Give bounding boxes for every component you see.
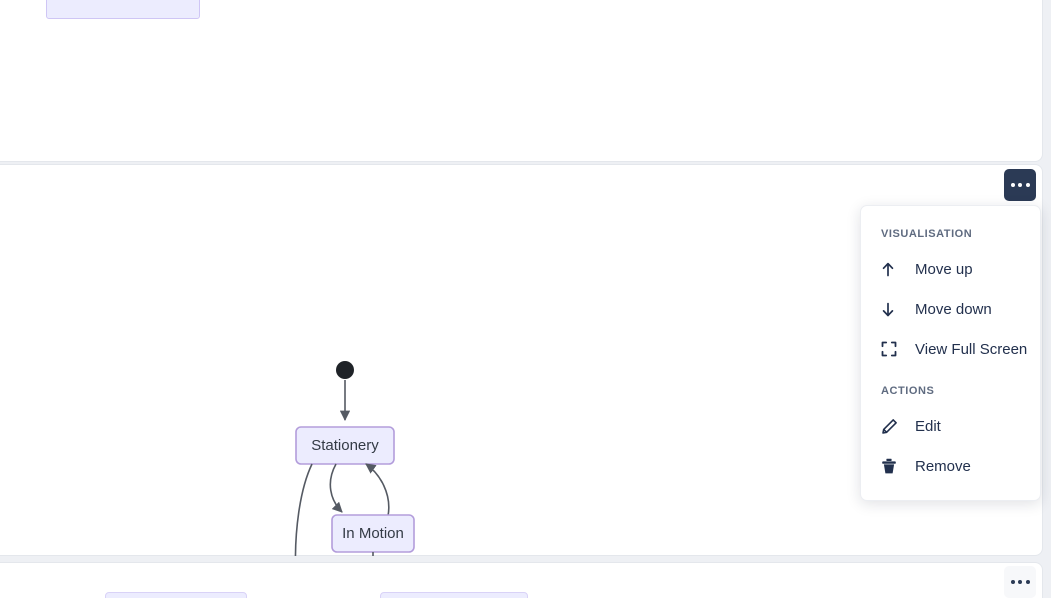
sequence-diagram-card: later! Bob <box>0 0 1043 162</box>
kebab-dot-icon <box>1025 183 1030 187</box>
fullscreen-icon <box>881 341 907 357</box>
menu-item-view-full-screen-label: View Full Screen <box>915 340 1028 358</box>
state-node-in-motion-label: In Motion <box>342 525 404 542</box>
kebab-dot-icon <box>1025 580 1030 584</box>
menu-item-move-up-label: Move up <box>915 260 973 278</box>
edge-stationery-to-end <box>294 463 313 556</box>
context-menu: VISUALISATION Move up Move down <box>860 205 1041 501</box>
state-node-stationery: Stationery <box>295 426 395 465</box>
arrow-up-icon <box>881 262 907 277</box>
menu-item-remove-label: Remove <box>915 457 971 475</box>
arrow-down-icon <box>881 302 907 317</box>
kebab-dot-icon <box>1010 580 1015 584</box>
menu-item-move-up[interactable]: Move up <box>861 249 1040 289</box>
state-start-node <box>336 361 354 379</box>
kebab-dot-icon <box>1018 183 1022 187</box>
trash-icon <box>881 458 907 475</box>
menu-heading-actions: ACTIONS <box>881 385 935 397</box>
edge-stationery-to-inmotion <box>329 463 343 513</box>
menu-divider-gap <box>861 369 1040 385</box>
kebab-dot-icon <box>1010 183 1015 187</box>
state-node-stationery-label: Stationery <box>311 437 379 454</box>
state-diagram: Stationery In Motion Collided <box>294 361 415 556</box>
kebab-dot-icon <box>1018 580 1022 584</box>
state-card-kebab-menu-button[interactable] <box>1004 169 1036 201</box>
state-node-in-motion: In Motion <box>331 514 415 553</box>
menu-heading-visualisation: VISUALISATION <box>881 228 973 240</box>
pencil-icon <box>881 418 907 435</box>
menu-item-edit-label: Edit <box>915 417 941 435</box>
next-diagram-shape <box>105 592 247 598</box>
menu-item-view-full-screen[interactable]: View Full Screen <box>861 329 1040 369</box>
next-card-kebab-menu-button[interactable] <box>1004 566 1036 598</box>
edge-inmotion-to-stationery <box>365 463 390 517</box>
menu-item-move-down[interactable]: Move down <box>861 289 1040 329</box>
menu-item-edit[interactable]: Edit <box>861 406 1040 446</box>
menu-item-remove[interactable]: Remove <box>861 446 1040 486</box>
next-diagram-shape <box>380 592 528 598</box>
menu-item-move-down-label: Move down <box>915 300 992 318</box>
participant-bob: Bob <box>46 0 200 19</box>
